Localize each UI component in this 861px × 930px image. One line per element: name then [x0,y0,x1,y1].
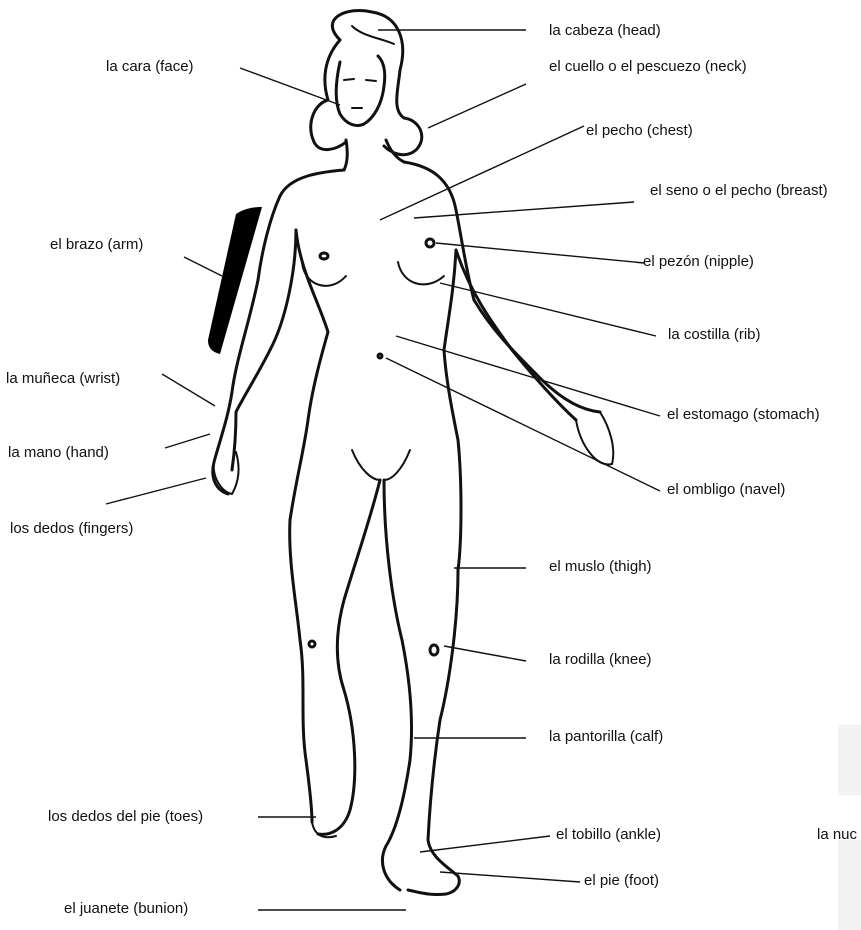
leader-neck [428,84,526,128]
leader-stomach [396,336,660,416]
eye-left [344,79,354,80]
leader-wrist [162,374,215,406]
label-toes: los dedos del pie (toes) [48,808,203,826]
leader-hand [165,434,210,448]
leader-fingers [106,478,206,504]
leader-knee [444,646,526,661]
arm-bracket [208,207,262,354]
label-wrist: la muñeca (wrist) [6,370,120,388]
leader-nipple [436,243,644,263]
face-outline [336,56,385,126]
leader-rib [440,283,656,336]
label-bunion: el juanete (bunion) [64,900,188,918]
label-hand: la mano (hand) [8,444,109,462]
breast-right [398,262,444,284]
label-navel: el ombligo (navel) [667,481,785,499]
right-leg-outer [408,570,459,895]
left-leg-inner [318,480,380,834]
leader-lines [106,30,660,910]
nipple-left-mark [320,253,328,259]
label-ankle: el tobillo (ankle) [556,826,661,844]
leader-breast [414,202,634,218]
right-hand [576,412,613,464]
leader-foot [440,872,580,882]
label-face: la cara (face) [106,58,194,76]
navel-mark [378,354,382,358]
label-chest: el pecho (chest) [586,122,693,140]
label-neck: el cuello o el pescuezo (neck) [549,58,747,76]
nipple-right-mark [426,239,434,247]
pelvis-right [384,450,410,480]
left-leg-outer [290,520,312,822]
leader-arm [184,257,222,276]
edge-shading-upper [838,725,861,795]
label-rib: la costilla (rib) [668,326,761,344]
knee-left-mark [309,641,315,647]
right-arm-outer [474,300,600,412]
eye-right [366,80,376,81]
label-thigh: el muslo (thigh) [549,558,652,576]
label-nipple: el pezón (nipple) [643,253,754,271]
label-nape: la nuc [817,826,857,844]
female-figure [213,10,613,894]
edge-shading-lower [838,840,861,930]
label-head: la cabeza (head) [549,22,661,40]
leader-ankle [420,836,550,852]
torso-right [444,250,461,570]
label-fingers: los dedos (fingers) [10,520,133,538]
label-arm: el brazo (arm) [50,236,143,254]
right-leg-inner [382,480,411,890]
leader-navel [386,358,660,491]
pelvis-left [352,450,380,480]
shoulder-left [258,170,344,280]
label-stomach: el estomago (stomach) [667,406,820,424]
label-calf: la pantorilla (calf) [549,728,663,746]
label-breast: el seno o el pecho (breast) [650,182,828,200]
hair-strand [352,26,394,44]
leader-chest [380,126,584,220]
label-foot: el pie (foot) [584,872,659,890]
label-knee: la rodilla (knee) [549,651,652,669]
torso-left [290,230,328,520]
hair [332,10,421,154]
knee-right-mark [430,645,438,655]
hair-left [311,40,346,150]
